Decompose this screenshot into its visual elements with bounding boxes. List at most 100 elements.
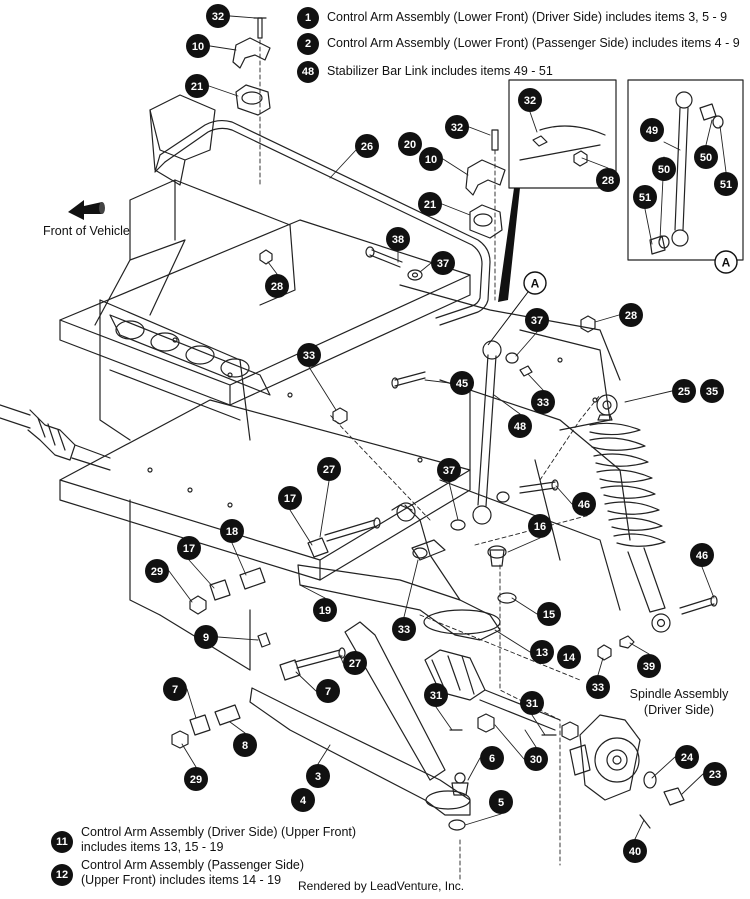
callout-17: 17 (177, 536, 201, 560)
callout-number: 17 (284, 493, 296, 505)
callout-20: 20 (398, 132, 422, 156)
callout-4: 4 (291, 788, 315, 812)
callout-number: 51 (639, 192, 651, 204)
callout-18: 18 (220, 519, 244, 543)
callout-37: 37 (431, 251, 455, 275)
callout-badge-circle (431, 251, 455, 275)
nut-28-right (580, 315, 596, 333)
callout-45: 45 (450, 371, 474, 395)
callout-27: 27 (317, 457, 341, 481)
spindle-assembly-label: Spindle Assembly (Driver Side) (620, 686, 738, 718)
callout-number: 32 (212, 11, 224, 23)
callout-badge-circle (177, 536, 201, 560)
callout-28: 28 (596, 168, 620, 192)
legend-text: Control Arm Assembly (Passenger Side) (U… (81, 858, 304, 888)
callout-32: 32 (206, 4, 230, 28)
callout-number: 24 (681, 752, 694, 764)
callout-badge-circle (700, 379, 724, 403)
callout-number: 27 (323, 464, 335, 476)
bolt-45 (391, 371, 426, 389)
callout-37: 37 (525, 308, 549, 332)
callout-21: 21 (418, 192, 442, 216)
nut-29-upper (189, 595, 207, 615)
callout-14: 14 (557, 645, 581, 669)
callout-7: 7 (163, 677, 187, 701)
legend-text: Stabilizer Bar Link includes items 49 - … (327, 64, 553, 78)
callout-badge-circle (450, 371, 474, 395)
callout-number: 6 (489, 753, 495, 765)
front-of-vehicle-label: Front of Vehicle (43, 224, 130, 238)
callout-28: 28 (619, 303, 643, 327)
callout-badge-circle (424, 683, 448, 707)
nut-39 (619, 635, 635, 649)
callout-46: 46 (690, 543, 714, 567)
callout-badge-circle (184, 767, 208, 791)
callout-badge-circle (586, 675, 610, 699)
detail-a-pointer (487, 291, 529, 346)
callout-50: 50 (652, 157, 676, 181)
callout-number: 26 (361, 141, 373, 153)
callout-number: 31 (526, 698, 538, 710)
callout-5: 5 (489, 790, 513, 814)
legend-item-11: 11 Control Arm Assembly (Driver Side) (U… (51, 825, 356, 855)
callout-46: 46 (572, 492, 596, 516)
detail-box-a (627, 79, 744, 261)
callout-10: 10 (419, 147, 443, 171)
callout-badge-circle (419, 147, 443, 171)
stabilizer-link (472, 340, 533, 525)
footer-credit: Rendered by LeadVenture, Inc. (298, 879, 465, 893)
callout-number: 33 (398, 624, 410, 636)
callout-number: 18 (226, 526, 238, 538)
callout-badge-circle (306, 764, 330, 788)
callout-badge-circle (619, 303, 643, 327)
callout-badge-circle (355, 134, 379, 158)
legend-line: Control Arm Assembly (Passenger Side) (81, 858, 305, 872)
legend-item-2: 2 Control Arm Assembly (Lower Front) (Pa… (297, 33, 740, 55)
callout-number: 9 (203, 632, 209, 644)
callout-32: 32 (518, 88, 542, 112)
svg-text:A: A (531, 277, 540, 291)
bolt-9 (257, 632, 271, 648)
callout-number: 32 (524, 95, 536, 107)
callout-number: 37 (531, 315, 543, 327)
detail-box-32-28 (508, 79, 617, 189)
bushing-7-upper (279, 659, 301, 681)
callout-35: 35 (700, 379, 724, 403)
callout-number: 8 (242, 740, 248, 752)
callout-48: 48 (508, 414, 532, 438)
callout-badge-circle (672, 379, 696, 403)
callout-49: 49 (640, 118, 664, 142)
callout-24: 24 (675, 745, 699, 769)
callout-badge-circle (690, 543, 714, 567)
callout-badge-circle (572, 492, 596, 516)
callout-number: 28 (271, 281, 283, 293)
callout-badge-circle (537, 602, 561, 626)
callout-badge-circle (317, 457, 341, 481)
vehicle-frame (59, 94, 631, 671)
stabilizer-bar (154, 119, 491, 326)
callout-badge-circle (163, 677, 187, 701)
callout-badge-circle (637, 654, 661, 678)
callout-21: 21 (185, 74, 209, 98)
callout-33: 33 (392, 617, 416, 641)
callout-number: 33 (303, 350, 315, 362)
washer-37-top (407, 269, 423, 281)
callout-badges: 3210212632201021383728322849505051512837… (145, 4, 738, 863)
callout-40: 40 (623, 839, 647, 863)
front-of-vehicle-arrow (68, 200, 105, 220)
callout-badge-circle (185, 74, 209, 98)
callout-27: 27 (343, 651, 367, 675)
callout-number: 27 (349, 658, 361, 670)
callout-badge-circle (520, 691, 544, 715)
callout-9: 9 (194, 625, 218, 649)
callout-number: 45 (456, 378, 468, 390)
callout-badge-circle (233, 733, 257, 757)
callout-number: 31 (430, 690, 442, 702)
callout-39: 39 (637, 654, 661, 678)
callout-number: 40 (629, 846, 641, 858)
pointer-lines (168, 15, 727, 840)
callout-badge-circle (623, 839, 647, 863)
legend-line: (Upper Front) includes items 14 - 19 (81, 873, 282, 887)
callout-7: 7 (316, 679, 340, 703)
